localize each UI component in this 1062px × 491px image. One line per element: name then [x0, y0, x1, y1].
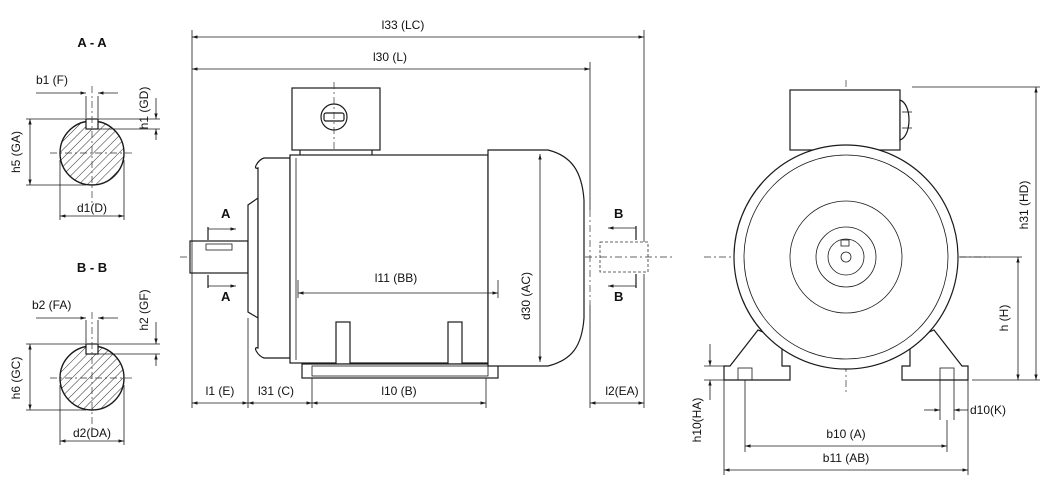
section-bb: B - B b2 (FA) h2 (GF) h6 (GC) d2(DA) [9, 260, 160, 445]
label-h: h (H) [997, 305, 1011, 332]
fan-cover [487, 149, 585, 367]
front-end-shield [254, 157, 291, 359]
section-aa: A - A b1 (F) h1 (GD) h5 (GA) d1(D) [9, 35, 160, 220]
label-l11: l11 (BB) [375, 271, 417, 285]
label-b11: b11 (AB) [823, 451, 869, 465]
section-mark-a-top: A [221, 206, 231, 221]
label-b10: b10 (A) [826, 427, 865, 441]
foot-base [301, 363, 499, 379]
section-mark-a-bottom: A [221, 289, 231, 304]
label-h31: h31 (HD) [1017, 181, 1031, 230]
label-h5: h5 (GA) [9, 131, 23, 173]
shaft [189, 240, 249, 274]
label-l33: l33 (LC) [382, 18, 425, 32]
label-b2: b2 (FA) [32, 298, 71, 312]
housing-outer [733, 144, 959, 370]
label-l31: l31 (C) [258, 384, 294, 398]
label-h2: h2 (GF) [137, 289, 151, 330]
front-terminal-box [789, 89, 901, 151]
section-bb-title: B - B [77, 260, 107, 275]
label-d1: d1(D) [77, 201, 107, 215]
label-h6: h6 (GC) [9, 357, 23, 400]
label-d10: d10(K) [970, 403, 1006, 417]
label-l2: l2(EA) [605, 384, 638, 398]
label-h1: h1 (GD) [137, 87, 151, 130]
label-l10: l10 (B) [381, 384, 416, 398]
front-view: h31 (HD) h (H) h10(HA) d10(K) b10 (A) b1… [690, 80, 1040, 475]
section-mark-b-top: B [614, 206, 623, 221]
label-l1: l1 (E) [206, 384, 235, 398]
label-d2: d2(DA) [73, 426, 111, 440]
section-aa-title: A - A [77, 35, 107, 50]
label-b1: b1 (F) [36, 73, 68, 87]
section-mark-b-bottom: B [614, 289, 623, 304]
label-h10: h10(HA) [690, 398, 704, 443]
side-view: A A B B l33 (LC) l30 (L) l11 (BB) [180, 18, 672, 408]
label-l30: l30 (L) [373, 50, 407, 64]
label-d30: d30 (AC) [519, 272, 533, 320]
